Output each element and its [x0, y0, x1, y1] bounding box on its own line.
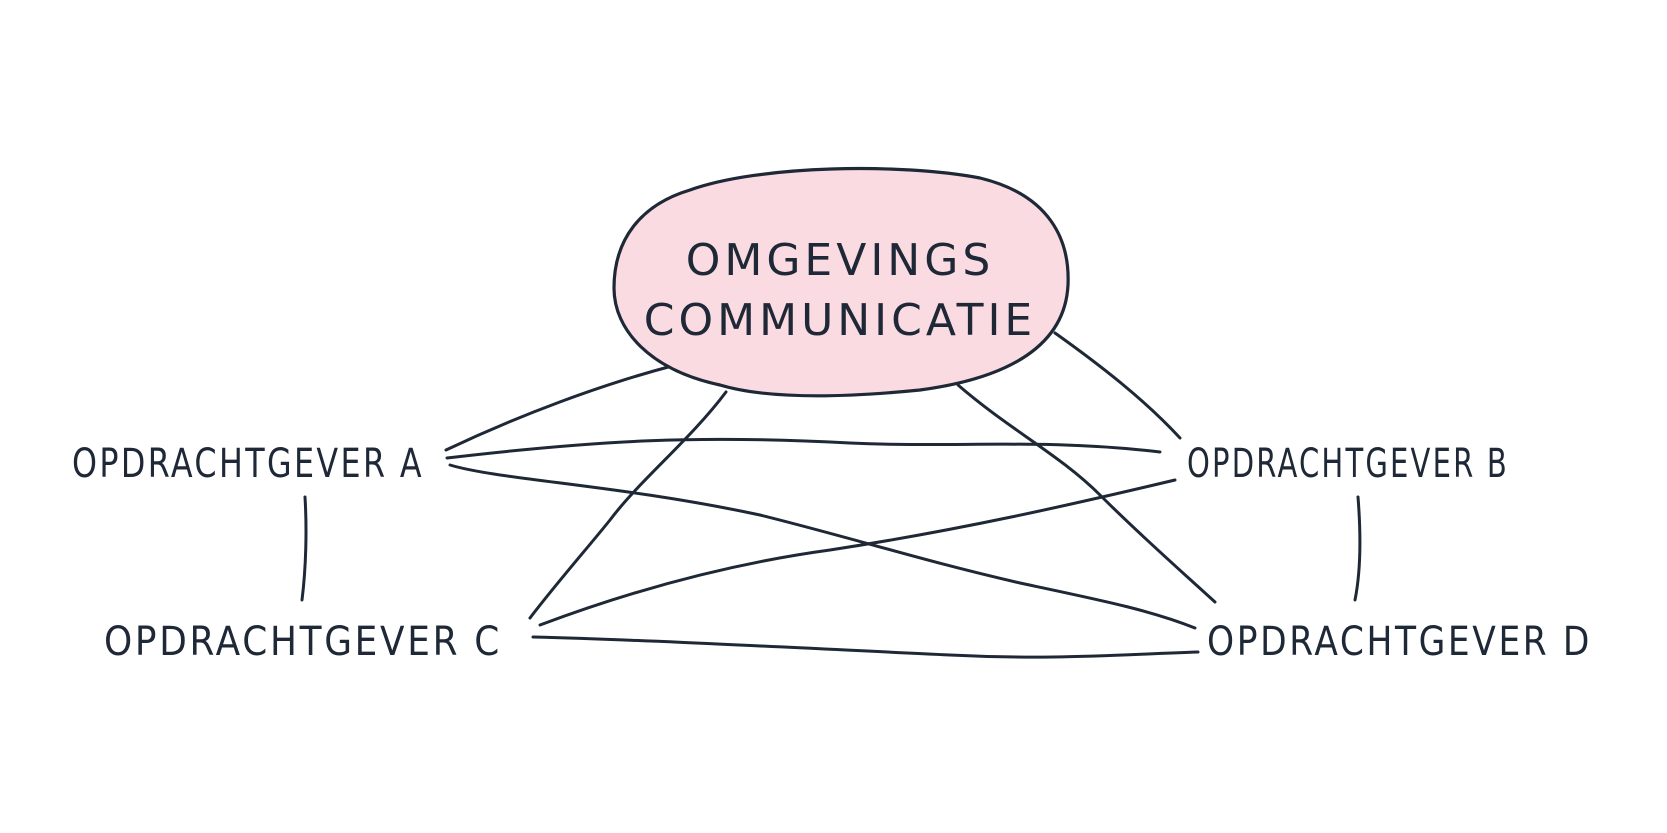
edge-b-d — [1353, 495, 1362, 602]
node-opdrachtgever-a: OPDRACHTGEVER A — [72, 441, 424, 487]
edge-c-d — [531, 635, 1200, 659]
edge-center-d — [956, 383, 1217, 604]
edge-center-a — [444, 364, 674, 452]
edge-center-b — [1053, 331, 1182, 440]
node-opdrachtgever-b: OPDRACHTGEVER B — [1187, 441, 1509, 487]
edge-a-d — [448, 463, 1197, 630]
center-bubble — [612, 166, 1070, 398]
edge-c-b — [538, 478, 1177, 627]
node-opdrachtgever-d: OPDRACHTGEVER D — [1207, 619, 1592, 665]
edge-center-c — [528, 390, 728, 620]
connector-lines — [300, 331, 1362, 659]
node-opdrachtgever-c: OPDRACHTGEVER C — [104, 619, 502, 665]
edge-a-b — [445, 437, 1162, 460]
center-label-line1: OMGEVINGS — [686, 235, 995, 286]
center-node: OMGEVINGS COMMUNICATIE — [612, 166, 1070, 398]
edge-a-c — [300, 495, 308, 602]
center-label-line2: COMMUNICATIE — [644, 295, 1036, 346]
